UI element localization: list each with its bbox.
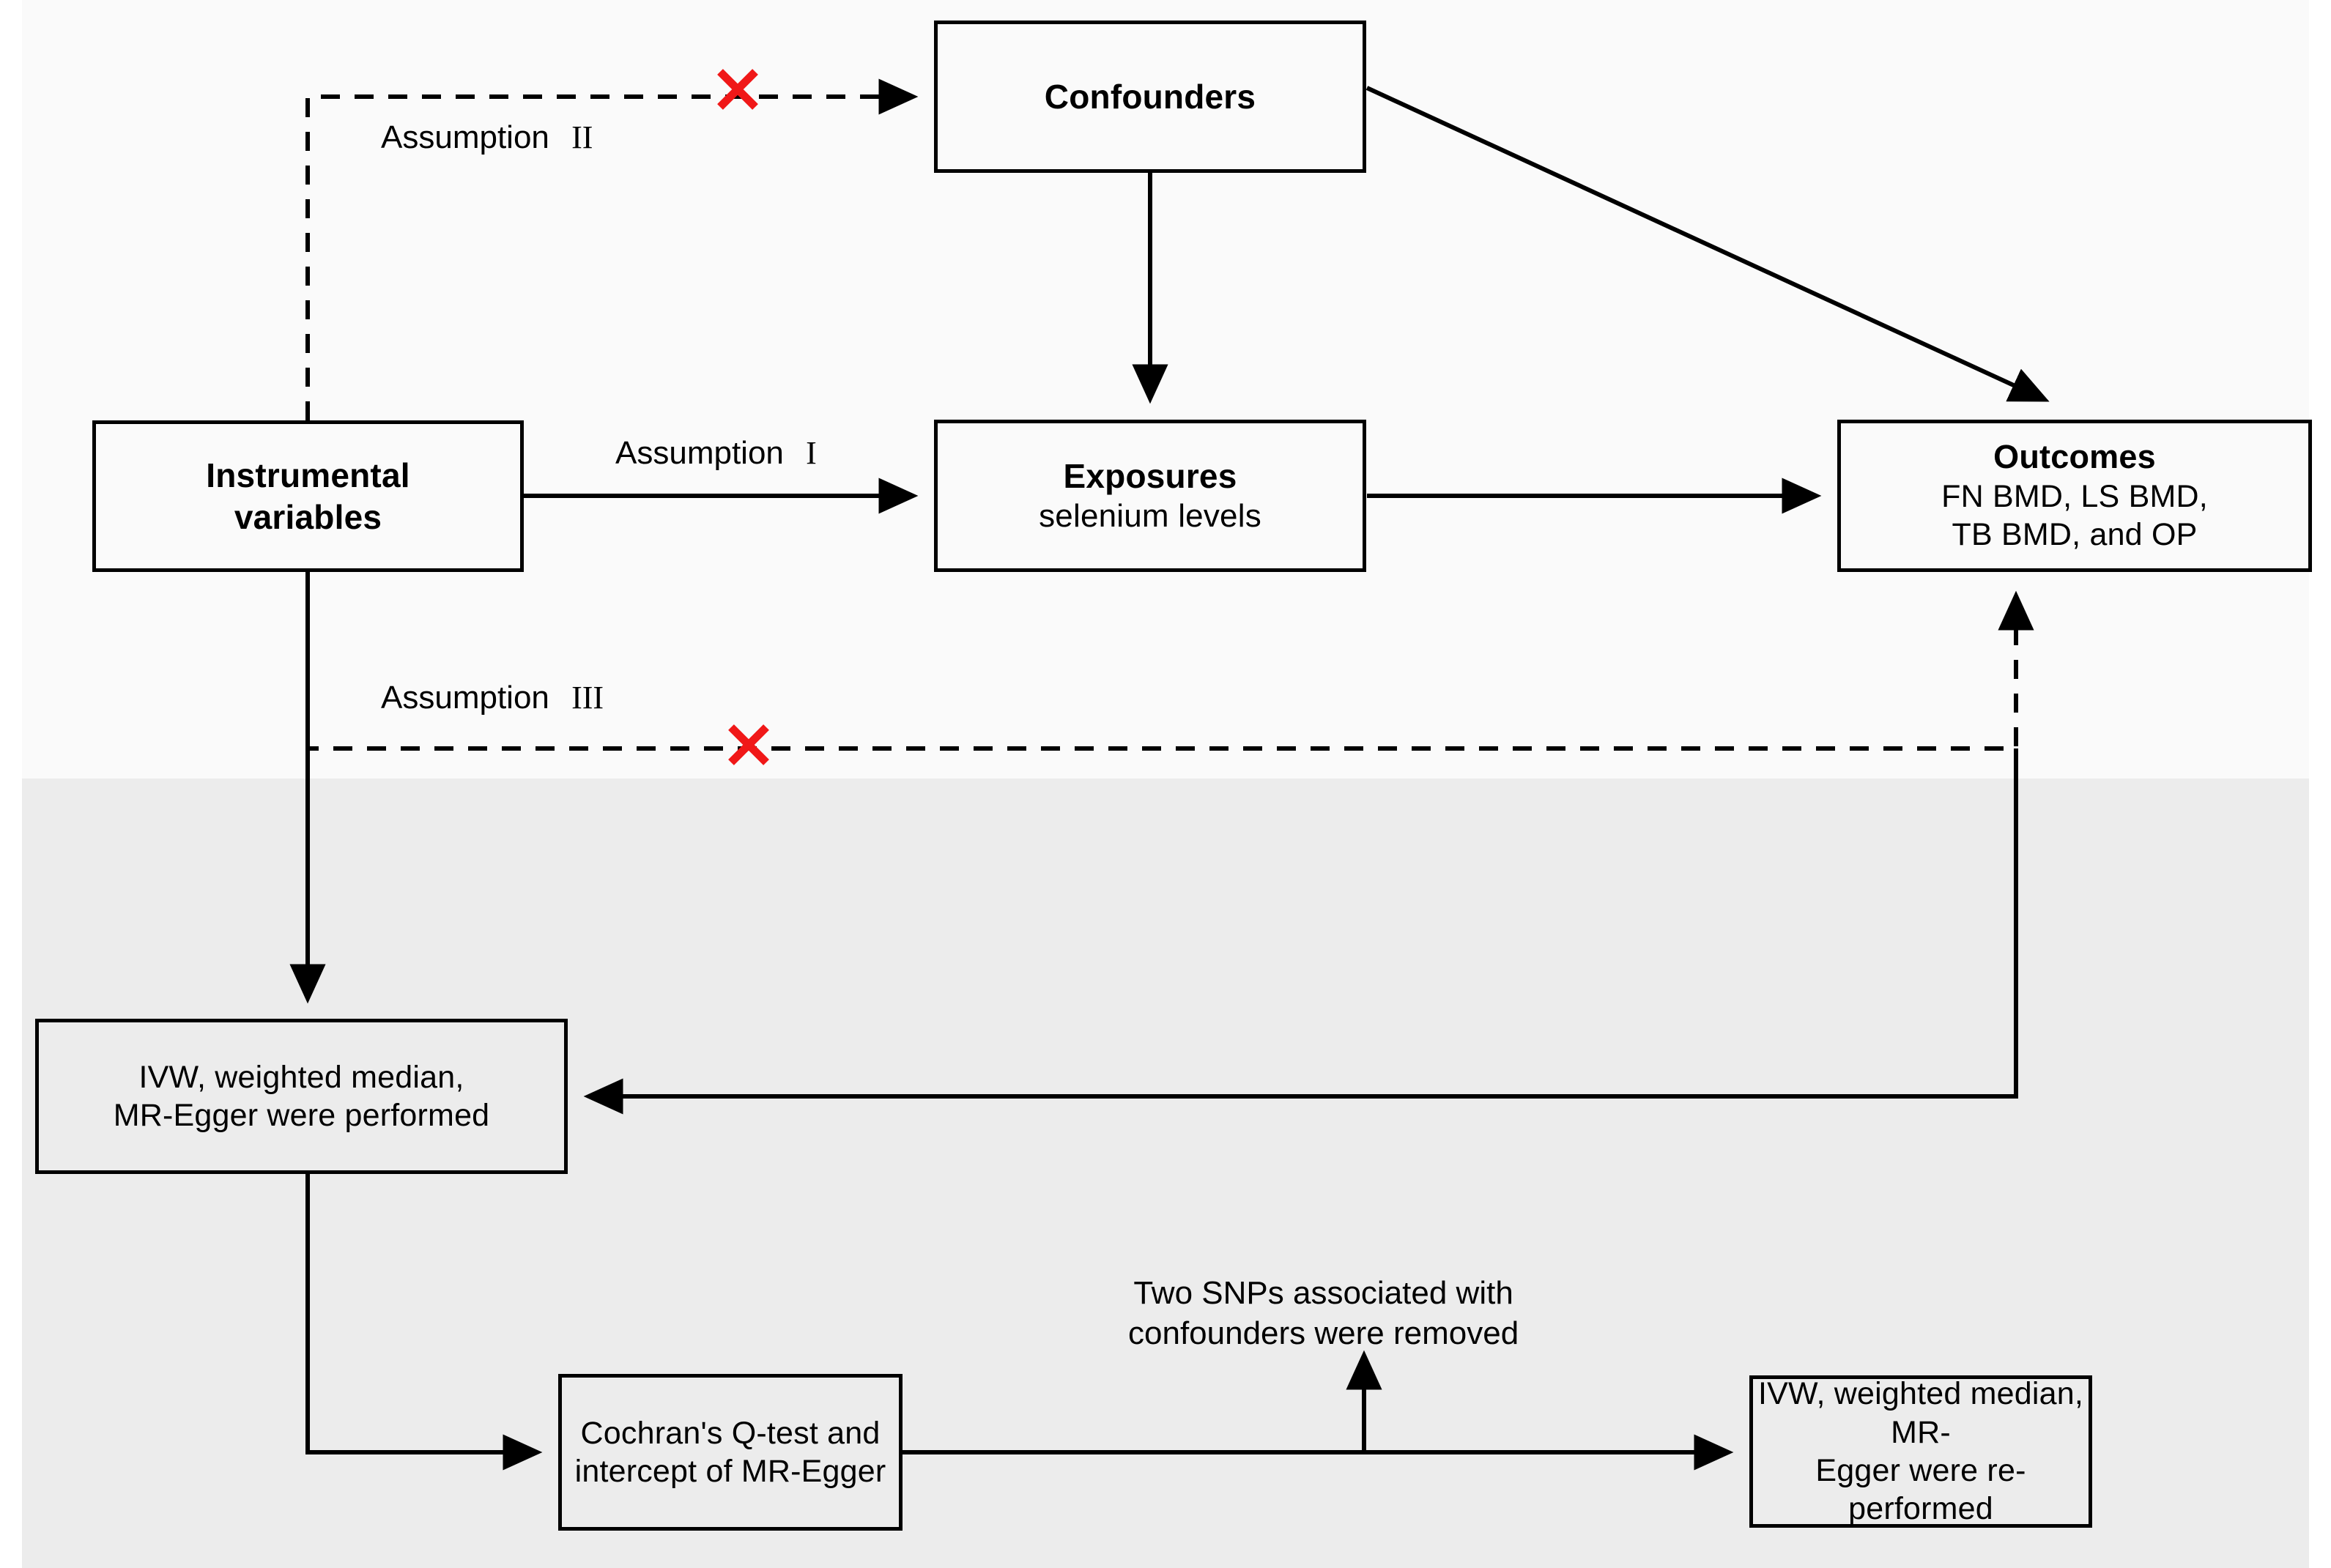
node-ivw-reperformed-line2: Egger were re-performed (1815, 1453, 2026, 1527)
label-assumption-2: Assumption II (381, 117, 593, 157)
node-ivw-performed-line2: MR-Egger were performed (113, 1098, 490, 1133)
edge-iv-to-outcomes (305, 572, 2034, 751)
label-assumption-1-text: Assumption (615, 435, 784, 471)
node-confounders-title: Confounders (1044, 77, 1256, 116)
node-instrumental-variables-line1: Instrumental (206, 456, 410, 495)
label-assumption-1: Assumption I (615, 433, 817, 473)
node-cochran-q-test-line2: intercept of MR-Egger (574, 1454, 886, 1489)
label-two-snps-removed-line1: Two SNPs associated with (1133, 1275, 1513, 1311)
node-cochran-q-test-line1: Cochran's Q-test and (580, 1415, 881, 1451)
label-assumption-3-text: Assumption (381, 680, 549, 716)
red-x-icon (717, 69, 758, 110)
node-ivw-reperformed[interactable]: IVW, weighted median, MR- Egger were re-… (1749, 1375, 2092, 1528)
edge-confounders-to-outcomes (1365, 86, 2050, 402)
label-assumption-2-numeral: II (571, 119, 593, 155)
red-x-icon (728, 724, 769, 765)
node-exposures[interactable]: Exposures selenium levels (934, 420, 1366, 572)
edge-outcomes-to-ivw-performed (583, 748, 2018, 1115)
node-ivw-reperformed-line1: IVW, weighted median, MR- (1758, 1376, 2083, 1450)
node-outcomes-line2: TB BMD, and OP (1952, 517, 2198, 553)
node-outcomes[interactable]: Outcomes FN BMD, LS BMD, TB BMD, and OP (1837, 420, 2312, 572)
node-instrumental-variables[interactable]: Instrumental variables (92, 420, 524, 572)
node-outcomes-title: Outcomes (1993, 438, 2156, 476)
node-ivw-performed-line1: IVW, weighted median, (138, 1059, 464, 1095)
label-assumption-3-numeral: III (571, 680, 604, 716)
label-two-snps-removed-line2: confounders were removed (1128, 1315, 1519, 1351)
edge-ivw-performed-to-cochran (305, 1174, 543, 1471)
node-exposures-title: Exposures (1063, 457, 1237, 496)
label-two-snps-removed: Two SNPs associated with confounders wer… (1128, 1273, 1519, 1353)
node-outcomes-line1: FN BMD, LS BMD, (1941, 478, 2208, 514)
label-assumption-3: Assumption III (381, 677, 604, 718)
node-confounders[interactable]: Confounders (934, 21, 1366, 173)
node-exposures-subtitle: selenium levels (1039, 498, 1261, 535)
node-cochran-q-test[interactable]: Cochran's Q-test and intercept of MR-Egg… (558, 1374, 903, 1531)
node-ivw-performed[interactable]: IVW, weighted median, MR-Egger were perf… (35, 1019, 568, 1174)
label-assumption-2-text: Assumption (381, 119, 549, 155)
label-assumption-1-numeral: I (806, 435, 817, 471)
edge-iv-to-confounders (305, 78, 919, 420)
node-instrumental-variables-line2: variables (234, 497, 382, 536)
